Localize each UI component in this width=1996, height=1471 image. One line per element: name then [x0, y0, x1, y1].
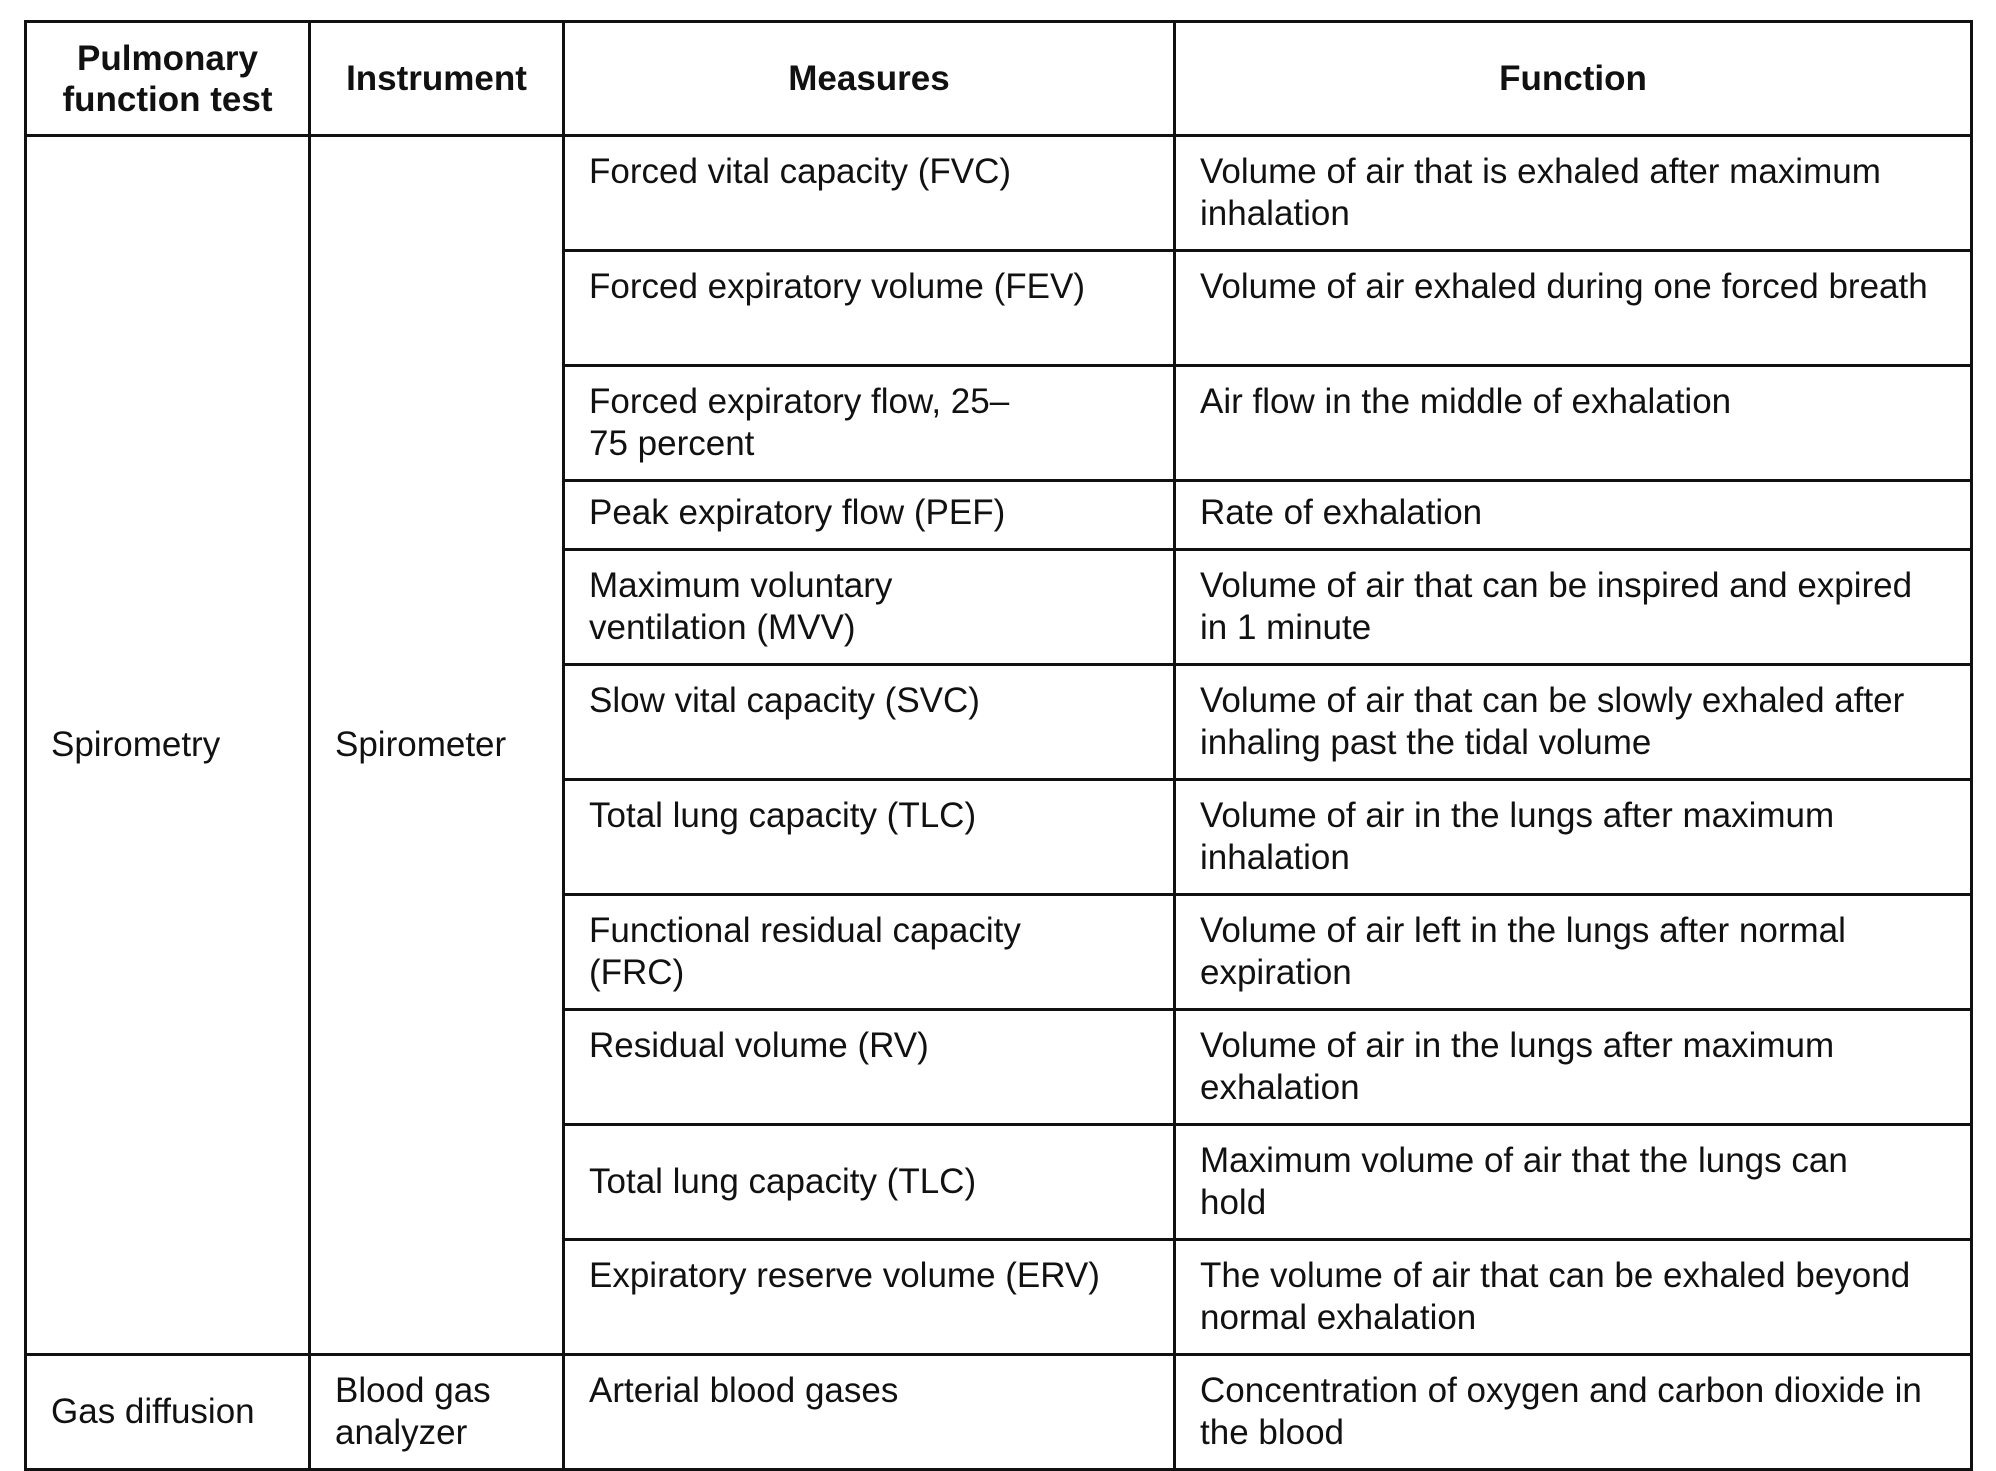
table-header-row: Pulmonary function test Instrument Measu…: [24, 20, 1973, 137]
function-cell: Volume of air that can be inspired and e…: [1173, 548, 1973, 666]
measures-cell: Peak expiratory flow (PEF): [562, 479, 1176, 551]
function-cell: Concentration of oxygen and carbon dioxi…: [1173, 1353, 1973, 1471]
measures-cell: Forced expiratory volume (FEV): [562, 249, 1176, 367]
function-cell: Volume of air left in the lungs after no…: [1173, 893, 1973, 1011]
header-function: Function: [1173, 20, 1973, 137]
table-row: Slow vital capacity (SVC) Volume of air …: [26, 663, 1973, 781]
table-row: Forced expiratory flow, 25–75 percent Ai…: [26, 364, 1973, 482]
table-row: Peak expiratory flow (PEF) Rate of exhal…: [26, 479, 1973, 551]
table-row: Spirometry Spirometer Forced vital capac…: [24, 134, 1973, 1356]
function-cell: Volume of air in the lungs after maximum…: [1173, 778, 1973, 896]
measures-cell: Slow vital capacity (SVC): [562, 663, 1176, 781]
table-row: Functional residual capacity (FRC) Volum…: [26, 893, 1973, 1011]
table-row: Maximum voluntary ventilation (MVV) Volu…: [26, 548, 1973, 666]
function-cell: Volume of air in the lungs after maximum…: [1173, 1008, 1973, 1126]
measures-cell: Total lung capacity (TLC): [562, 1123, 1176, 1241]
function-cell: Volume of air exhaled during one forced …: [1173, 249, 1973, 367]
function-cell: Volume of air that can be slowly exhaled…: [1173, 663, 1973, 781]
instrument-cell: Spirometer: [308, 134, 565, 1356]
header-measures: Measures: [562, 20, 1176, 137]
table-row: Total lung capacity (TLC) Maximum volume…: [26, 1123, 1973, 1241]
function-cell: Air flow in the middle of exhalation: [1173, 364, 1973, 482]
measures-cell: Forced expiratory flow, 25–75 percent: [562, 364, 1176, 482]
header-pulmonary-function-test: Pulmonary function test: [24, 20, 311, 137]
function-cell: Maximum volume of air that the lungs can…: [1173, 1123, 1973, 1241]
measures-cell: Residual volume (RV): [562, 1008, 1176, 1126]
function-cell: Rate of exhalation: [1173, 479, 1973, 551]
pulmonary-function-table: Pulmonary function test Instrument Measu…: [24, 20, 1973, 1471]
table-row: Expiratory reserve volume (ERV) The volu…: [26, 1238, 1973, 1356]
instrument-cell: Blood gas analyzer: [308, 1353, 565, 1471]
table-row: Total lung capacity (TLC) Volume of air …: [26, 778, 1973, 896]
function-cell: Volume of air that is exhaled after maxi…: [1173, 134, 1973, 252]
test-cell: Gas diffusion: [24, 1353, 311, 1471]
table-row: Forced expiratory volume (FEV) Volume of…: [26, 249, 1973, 367]
measures-cell: Maximum voluntary ventilation (MVV): [562, 548, 1176, 666]
measures-cell: Forced vital capacity (FVC): [562, 134, 1176, 252]
measures-cell: Functional residual capacity (FRC): [562, 893, 1176, 1011]
measures-cell: Arterial blood gases: [562, 1353, 1176, 1471]
measures-cell: Total lung capacity (TLC): [562, 778, 1176, 896]
test-cell: Spirometry: [24, 134, 311, 1356]
header-instrument: Instrument: [308, 20, 565, 137]
function-cell: The volume of air that can be exhaled be…: [1173, 1238, 1973, 1356]
measures-cell: Expiratory reserve volume (ERV): [562, 1238, 1176, 1356]
table-row: Residual volume (RV) Volume of air in th…: [26, 1008, 1973, 1126]
table-row: Gas diffusion Blood gas analyzer Arteria…: [24, 1353, 1973, 1471]
